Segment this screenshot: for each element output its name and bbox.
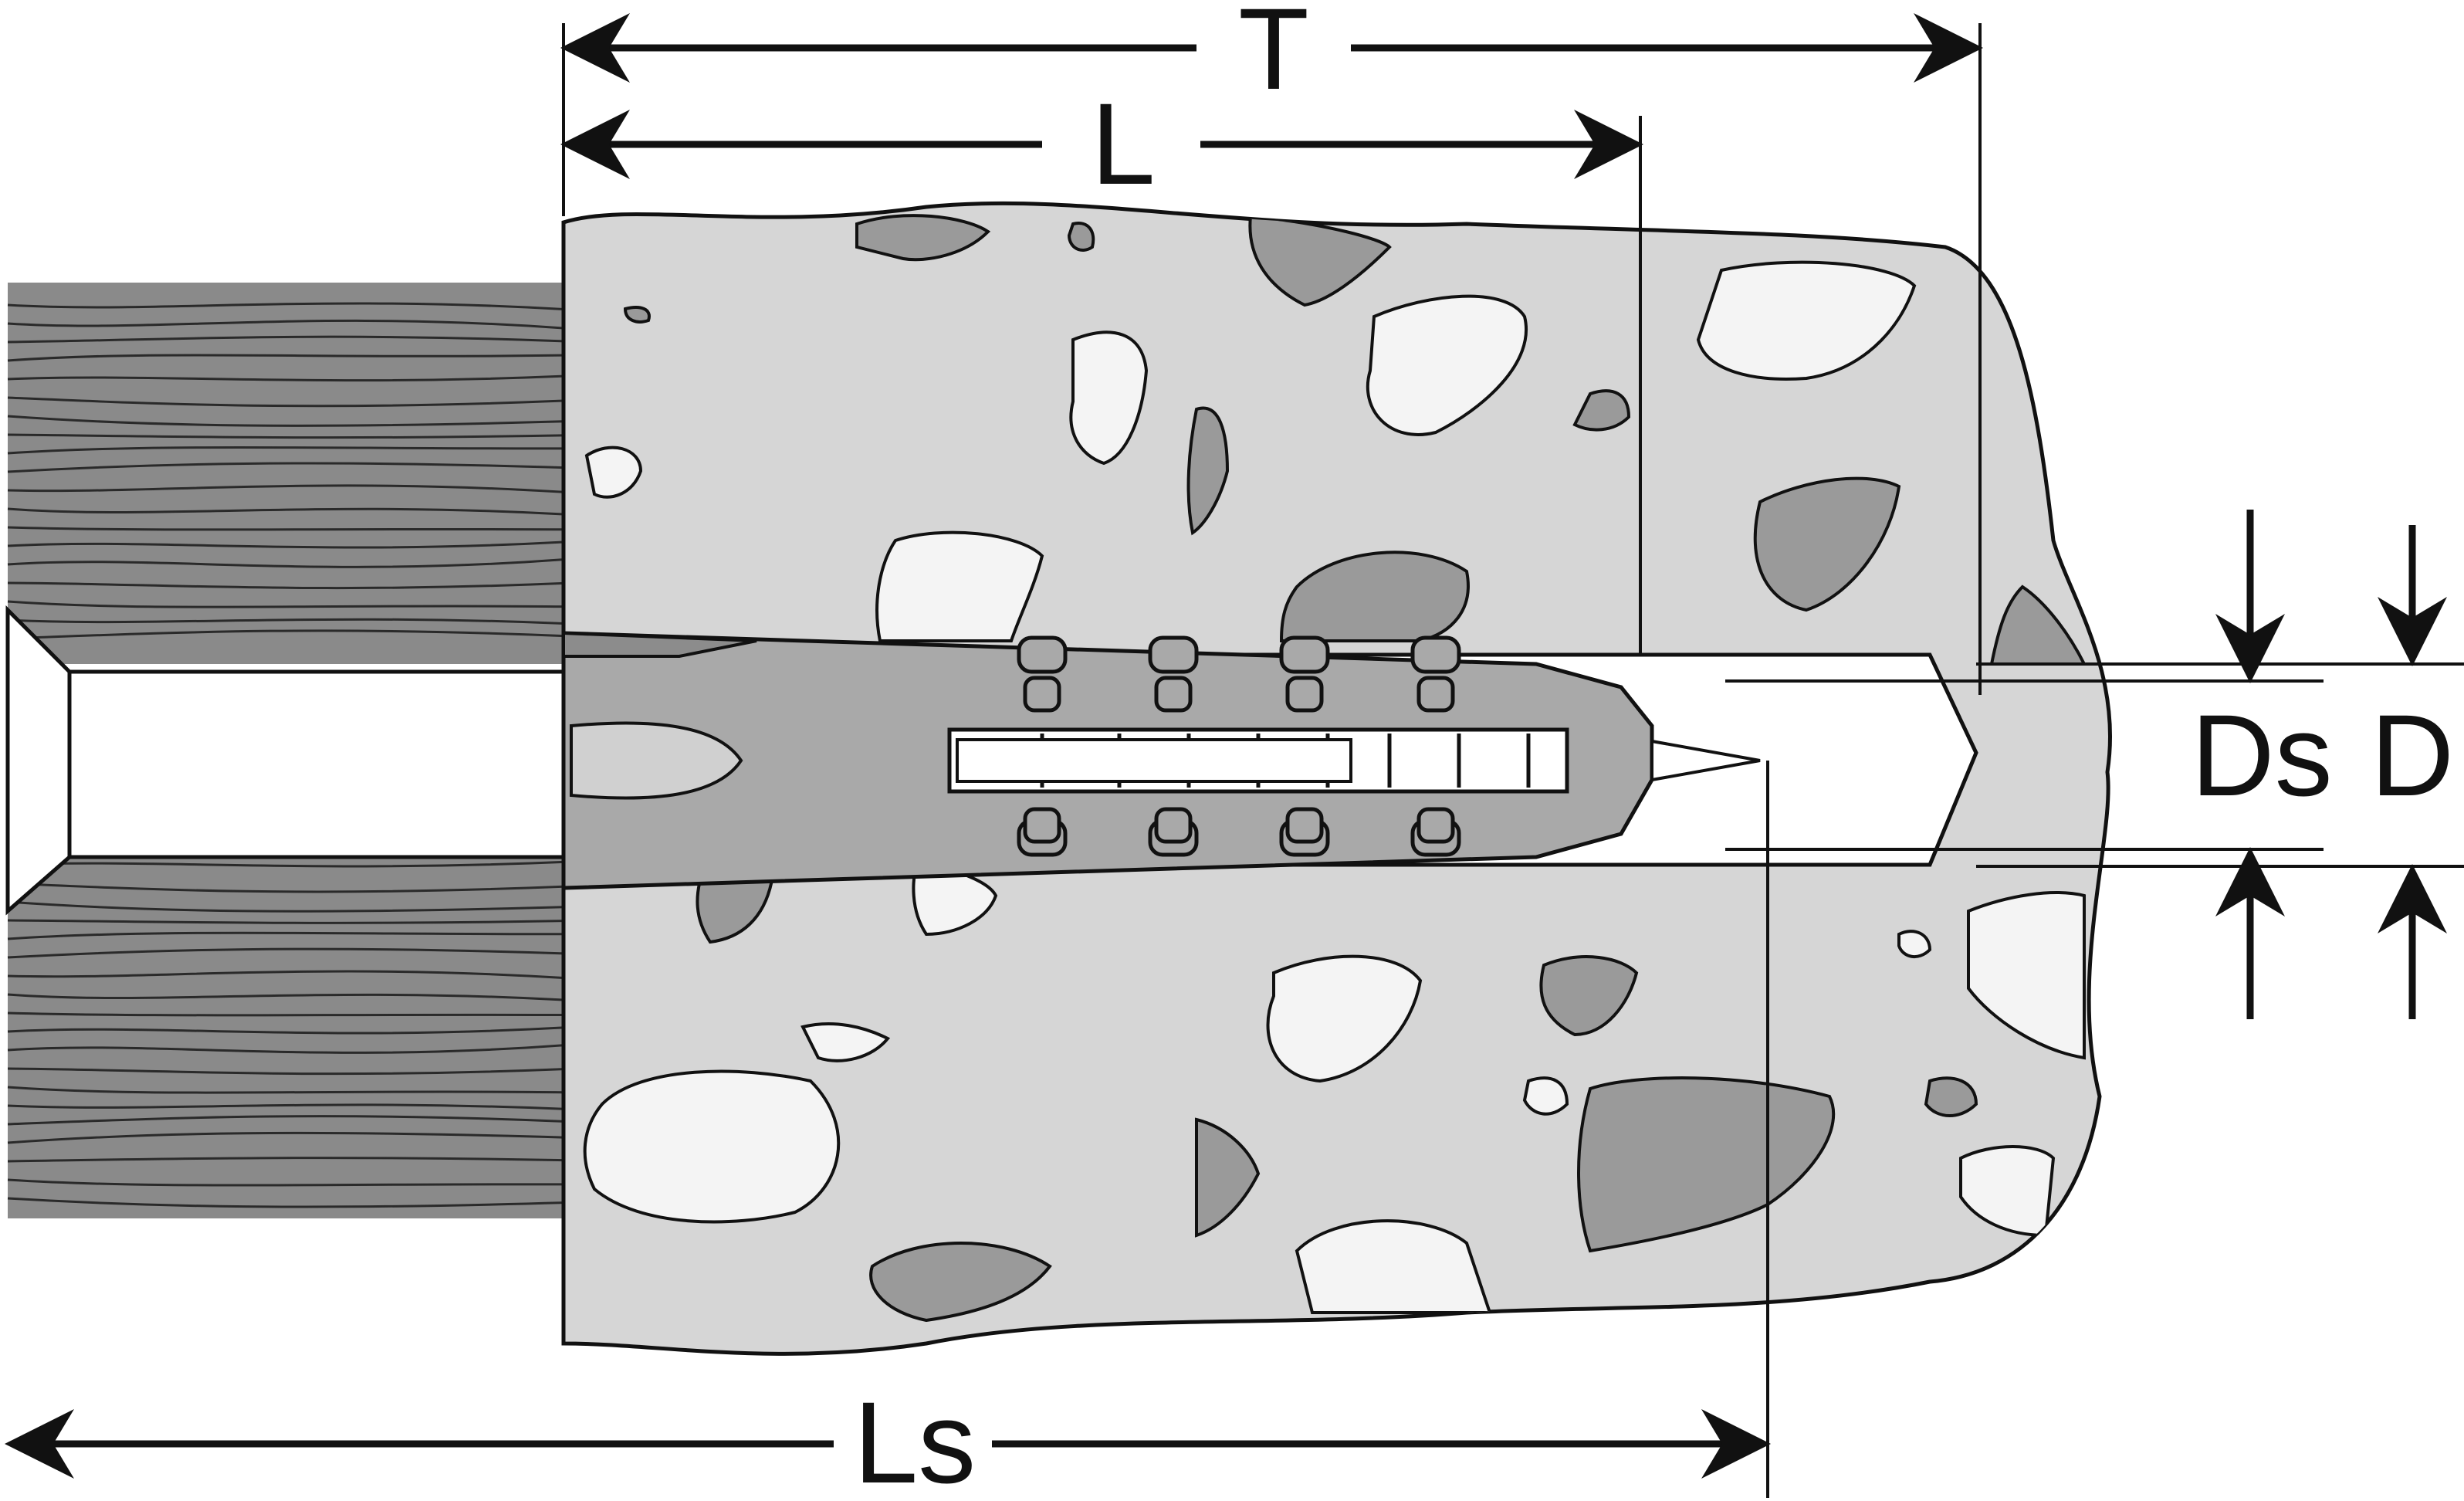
wood-lower: [8, 849, 564, 1218]
grain-line: [7, 1044, 564, 1054]
stone: [1248, 214, 1392, 307]
anchor-knob: [1285, 807, 1324, 844]
stone: [584, 446, 643, 499]
anchor-collar: [562, 631, 757, 658]
grain-line: [7, 931, 564, 940]
label-Ds: Ds: [2191, 690, 2332, 820]
anchor-rib: [1410, 635, 1461, 674]
grain-line: [7, 1115, 564, 1126]
stone: [1522, 1076, 1569, 1116]
anchor-slot: [570, 721, 743, 800]
stone: [1967, 891, 2086, 1060]
stone: [1572, 389, 1631, 432]
grain-line: [7, 1157, 564, 1163]
screw-shaft: [67, 669, 566, 859]
grain-line: [7, 446, 564, 455]
grain-line: [7, 618, 564, 625]
stone: [869, 1242, 1052, 1323]
stone: [1067, 222, 1095, 252]
grain-line: [7, 581, 564, 590]
label-L: L: [1091, 79, 1155, 208]
stone: [1266, 954, 1423, 1083]
anchor-knob: [1023, 676, 1061, 713]
label-Ls: Ls: [854, 1377, 976, 1501]
stone: [1924, 1076, 1978, 1117]
grain-line: [7, 462, 564, 473]
grain-line: [7, 919, 564, 924]
wood-grain: [7, 302, 564, 1208]
grain-line: [7, 629, 564, 640]
anchor-knob: [1416, 807, 1455, 844]
stone: [1295, 1219, 1492, 1314]
stone: [583, 1069, 841, 1224]
grain-line: [7, 558, 564, 568]
screw-tip: [1650, 739, 1761, 782]
stone: [855, 214, 991, 262]
grain-line: [7, 374, 564, 382]
grain-line: [7, 335, 564, 344]
grain-line: [7, 1011, 564, 1017]
wood-upper: [8, 283, 564, 664]
stone: [1069, 330, 1149, 466]
stone: [1897, 930, 1932, 958]
grain-line: [7, 354, 564, 362]
label-T: T: [1238, 0, 1309, 114]
grain-line: [7, 415, 564, 427]
stone: [875, 530, 1044, 642]
label-D: D: [2371, 690, 2454, 820]
anchor-rib: [1148, 635, 1199, 674]
grain-line: [7, 993, 564, 1001]
grain-line: [7, 860, 564, 868]
grain-line: [7, 507, 564, 516]
grain-line: [7, 1197, 564, 1208]
grain-line: [7, 433, 564, 439]
grain-line: [7, 484, 564, 493]
stone: [1366, 294, 1528, 436]
grain-line: [7, 526, 564, 531]
grain-line: [7, 540, 564, 549]
grain-line: [7, 947, 564, 959]
stone: [1753, 476, 1901, 612]
anchor-knob: [1023, 807, 1061, 844]
stone: [800, 1022, 891, 1062]
stone: [1279, 551, 1470, 642]
dimension-lines: [562, 23, 2464, 1498]
dimension-arrows: [5, 13, 2447, 1479]
grain-line: [7, 1026, 564, 1035]
grain-line: [7, 396, 564, 408]
grain-line: [7, 1067, 564, 1076]
anchor-knob: [1154, 676, 1193, 713]
wood-board: [5, 283, 564, 1218]
grain-line: [7, 1178, 564, 1187]
anchor-ribs: [1017, 635, 1461, 857]
grain-line: [7, 1103, 564, 1110]
stone: [1186, 406, 1230, 536]
grain-line: [7, 1086, 564, 1094]
grain-line: [7, 970, 564, 979]
grain-line: [7, 900, 564, 913]
anchor-knob: [1285, 676, 1324, 713]
grain-line: [7, 600, 564, 608]
grain-line: [7, 319, 564, 330]
aggregate-stones: [583, 214, 2087, 1323]
screw-in-channel: [956, 738, 1352, 783]
anchor-rib: [1279, 635, 1330, 674]
anchor-knob: [1154, 807, 1193, 844]
grain-line: [7, 302, 564, 310]
grain-line: [7, 882, 564, 893]
anchor-knob: [1416, 676, 1455, 713]
stone: [1195, 1117, 1261, 1238]
stone: [1696, 260, 1917, 381]
anchor-rib: [1017, 635, 1068, 674]
stone: [623, 306, 651, 324]
stone: [1539, 955, 1639, 1037]
grain-line: [7, 1131, 564, 1144]
plastic-anchor: [561, 631, 1761, 890]
